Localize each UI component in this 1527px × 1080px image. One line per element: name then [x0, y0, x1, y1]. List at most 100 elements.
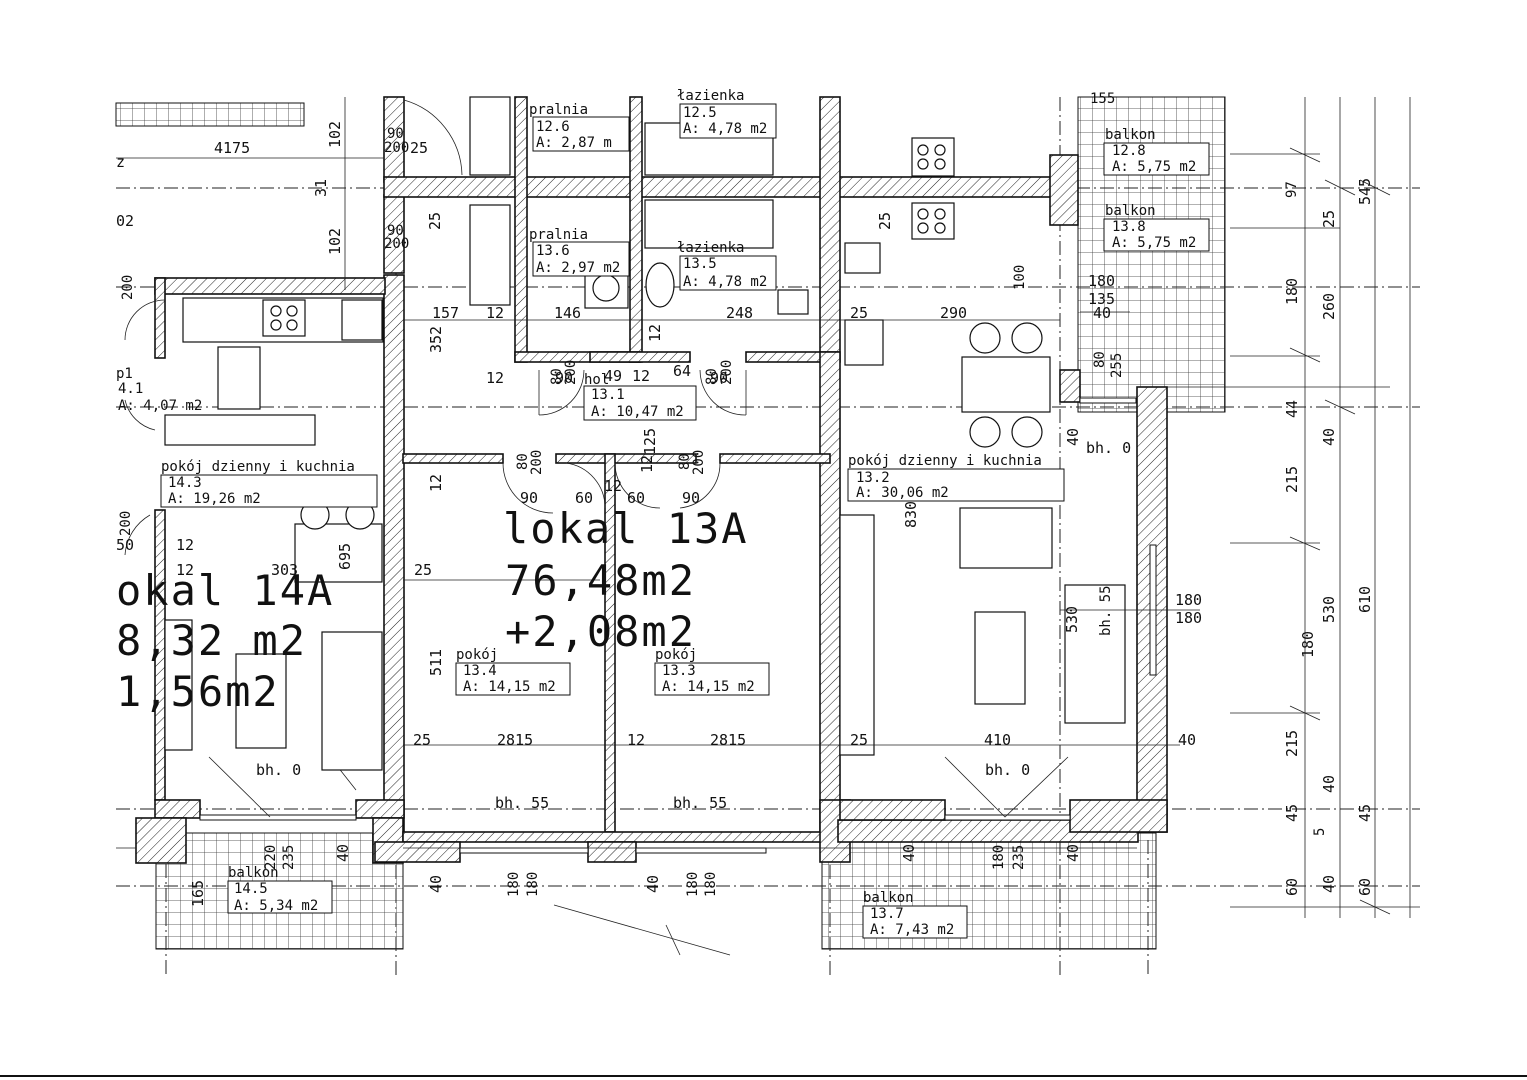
dimension-d12i: 12 — [176, 561, 194, 579]
dimension-d303: 303 — [271, 561, 298, 579]
room-name-balkon_13: balkon — [863, 890, 914, 906]
dimension-bh55b: bh. 55 — [673, 794, 727, 812]
dimension-d90c: 90 — [555, 369, 573, 387]
dimension-d12b: 12 — [646, 324, 664, 342]
room-code-lazienka_top: 12.5 — [683, 105, 717, 121]
dimension-d180b: 180 — [525, 872, 541, 897]
dimension-d40a: 40 — [1178, 731, 1196, 749]
dimension-d102b: 102 — [326, 228, 344, 255]
dimension-bh0b: bh. 0 — [985, 761, 1030, 779]
room-code-lazienka_13: 13.5 — [683, 256, 717, 272]
room-area-balkon_top2: A: 5,75 m2 — [1112, 235, 1196, 251]
dimension-d50: 50 — [116, 536, 134, 554]
fixtures — [164, 96, 1126, 771]
room-area-living_13: A: 30,06 m2 — [856, 485, 949, 501]
unit-area-13a: 76,48m2 — [505, 556, 696, 605]
room-name-balkon_top1: balkon — [1105, 127, 1156, 143]
dimension-d100: 100 — [1012, 265, 1028, 290]
room-code-living_13: 13.2 — [856, 470, 890, 486]
dimension-bh55a: bh. 55 — [495, 794, 549, 812]
dimension-r40b: 40 — [1320, 775, 1338, 793]
room-area-balkon_top1: A: 5,75 m2 — [1112, 159, 1196, 175]
room-area-lazienka_top: A: 4,78 m2 — [683, 121, 767, 137]
dimension-d180a: 180 — [506, 872, 522, 897]
dimension-d352: 352 — [427, 326, 445, 353]
dimension-d40f: 40 — [334, 844, 352, 862]
dimension-d4175: 4175 — [214, 139, 250, 157]
room-area-kitchen_14: A: 4,07 m2 — [118, 398, 202, 414]
dimension-d80a: 80 — [549, 368, 565, 385]
dimension-d90e: 90 — [520, 489, 538, 507]
room-area-pokoj_133: A: 14,15 m2 — [662, 679, 755, 695]
dimension-r545: 545 — [1356, 178, 1374, 205]
dimension-d511: 511 — [427, 649, 445, 676]
dimension-r60b: 60 — [1356, 878, 1374, 896]
dimension-d180h: 180 — [1175, 609, 1202, 627]
dimension-d200e: 200 — [719, 360, 735, 385]
dimension-r260: 260 — [1320, 293, 1338, 320]
dimension-d12a: 12 — [486, 304, 504, 322]
dimension-d200b: 200 — [384, 236, 409, 252]
dimension-d200f: 200 — [529, 450, 545, 475]
dimension-bh0c: bh. 0 — [1086, 439, 1131, 457]
dimension-r5: 5 — [1312, 828, 1328, 836]
dimension-d40e: 40 — [1064, 844, 1082, 862]
dimension-d25a: 25 — [410, 139, 428, 157]
dimension-r215b: 215 — [1283, 730, 1301, 757]
dimension-d12h: 12 — [176, 536, 194, 554]
walls — [135, 96, 1168, 864]
dimension-d31: 31 — [312, 179, 330, 197]
dimension-r530: 530 — [1320, 596, 1338, 623]
dimension-r40a: 40 — [1320, 428, 1338, 446]
dimension-d12e: 12 — [427, 474, 445, 492]
room-code-living_14: 14.3 — [168, 475, 202, 491]
room-name-pralnia_13: pralnia — [529, 227, 588, 243]
room-code-pralnia_top: 12.6 — [536, 119, 570, 135]
unit-name-14a: okal 14A — [116, 566, 334, 615]
unit-extra-area-13a: +2,08m2 — [505, 607, 696, 656]
dimension-d2815b: 2815 — [710, 731, 746, 749]
dimension-d02: 02 — [116, 212, 134, 230]
room-name-lazienka_13: łazienka — [677, 240, 744, 256]
room-area-living_14: A: 19,26 m2 — [168, 491, 261, 507]
dimension-d60b: 60 — [627, 489, 645, 507]
dimension-r180b: 180 — [1299, 631, 1317, 658]
dimension-d830: 830 — [902, 501, 920, 528]
dimension-bh55c: bh. 55 — [1098, 585, 1114, 636]
dimension-d165: 165 — [189, 880, 207, 907]
room-area-hol_13: A: 10,47 m2 — [591, 404, 684, 420]
room-name-living_14: pokój dzienny i kuchnia — [161, 459, 355, 475]
dimension-r610: 610 — [1356, 586, 1374, 613]
doors — [124, 99, 1069, 818]
unit-name-13a: lokal 13A — [503, 504, 749, 553]
dimension-d200g: 200 — [691, 450, 707, 475]
dimension-r180: 180 — [1283, 278, 1301, 305]
room-code-pokoj_133: 13.3 — [662, 663, 696, 679]
dimension-d25f: 25 — [850, 731, 868, 749]
dimension-r60a: 60 — [1283, 878, 1301, 896]
dimension-d60a: 60 — [575, 489, 593, 507]
unit-area-14a: 8,32 m2 — [116, 616, 307, 665]
room-area-pokoj_134: A: 14,15 m2 — [463, 679, 556, 695]
dimension-d12d: 12 — [632, 367, 650, 385]
dimension-d25e: 25 — [413, 731, 431, 749]
room-name-balkon_top2: balkon — [1105, 203, 1156, 219]
dimension-r45a: 45 — [1283, 804, 1301, 822]
room-name-pokoj_133: pokój — [655, 647, 697, 663]
room-area-balkon_14: A: 5,34 m2 — [234, 898, 318, 914]
dimension-d290: 290 — [940, 304, 967, 322]
dimension-d695: 695 — [336, 543, 354, 570]
dimension-d40h: 40 — [1064, 428, 1082, 446]
dimension-d90f: 90 — [682, 489, 700, 507]
room-code-balkon_13: 13.7 — [870, 906, 904, 922]
dimension-d180c: 180 — [685, 872, 701, 897]
dimension-d248: 248 — [726, 304, 753, 322]
room-area-balkon_13: A: 7,43 m2 — [870, 922, 954, 938]
dimension-d410: 410 — [984, 731, 1011, 749]
dimension-d25d: 25 — [414, 561, 432, 579]
dimension-d25b: 25 — [426, 212, 444, 230]
dimension-d49: 49 — [604, 367, 622, 385]
dimension-d2815a: 2815 — [497, 731, 533, 749]
dimension-d40b: 40 — [427, 875, 445, 893]
